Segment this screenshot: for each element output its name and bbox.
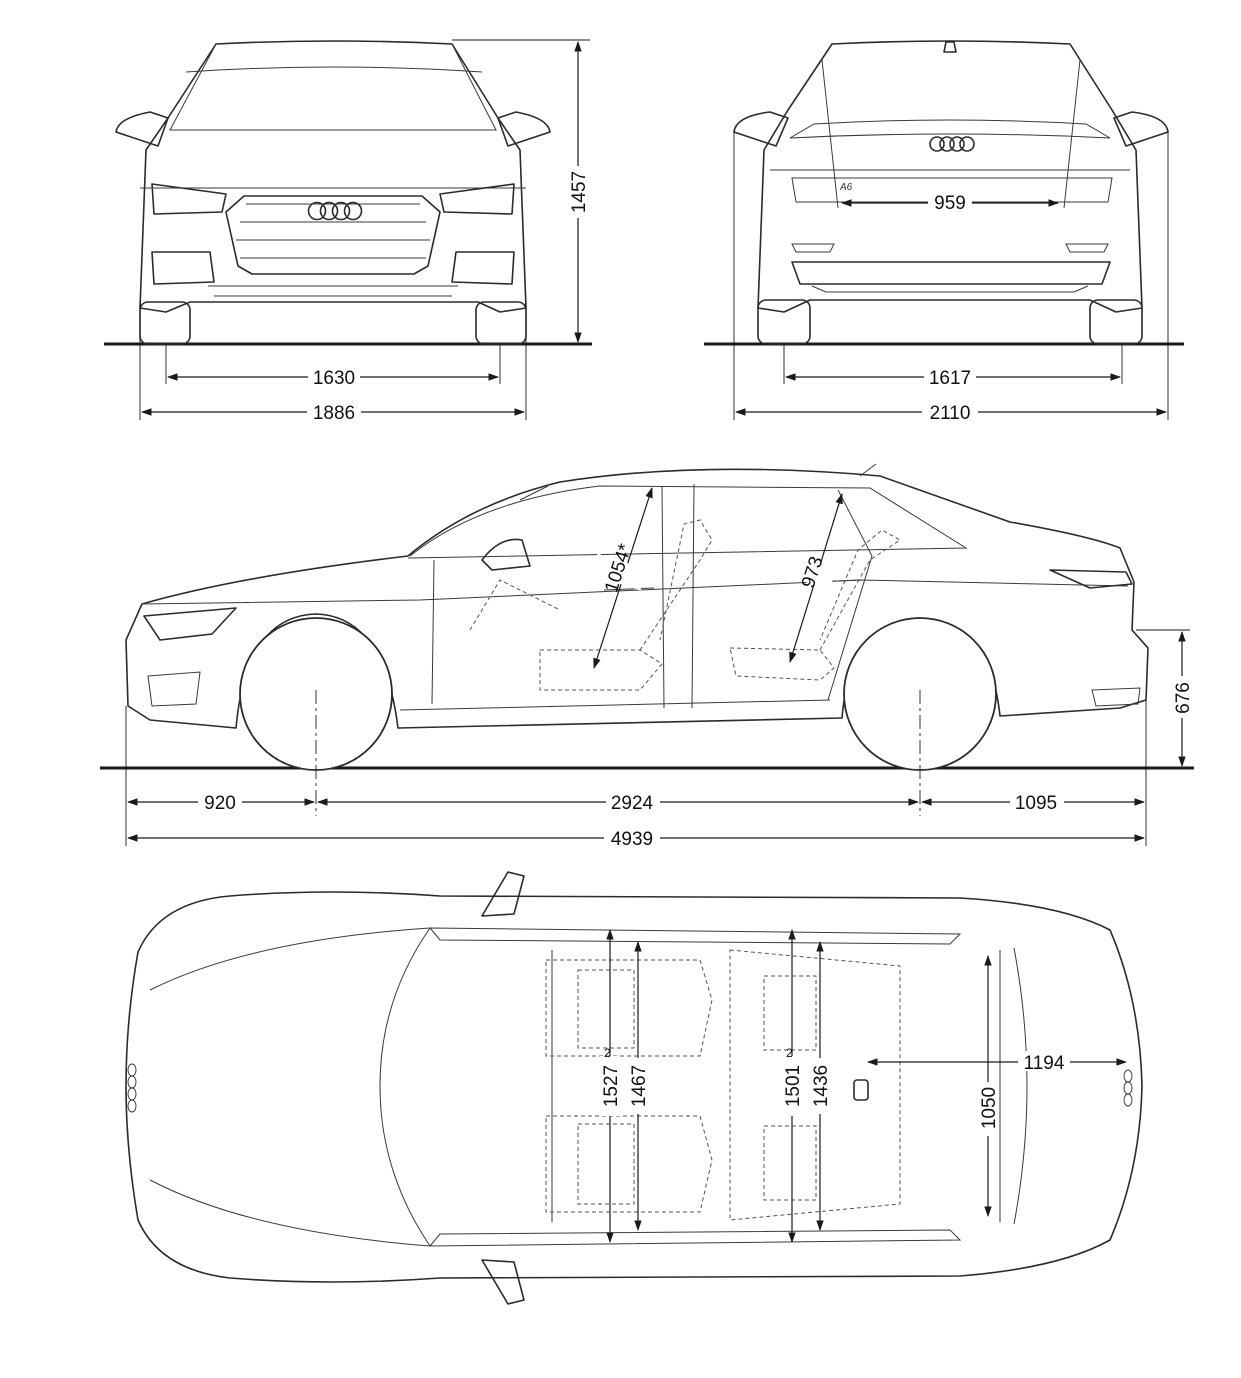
trunk-width-label: 1050 [979,1087,1000,1129]
rear-right-tire [1089,299,1143,345]
front-right-headlight [439,183,515,215]
front-body-outline [139,40,527,313]
rear-track-label: 1617 [929,368,971,389]
front-width-label: 1886 [313,403,355,424]
front-view: 1630 1886 1457 [104,39,592,424]
rear-body-outline [757,40,1143,313]
top-left-mirror [481,871,525,917]
front-elbow-label: 1467 [629,1065,650,1107]
rear-elbow-label: 1436 [811,1065,832,1107]
antenna-icon [943,41,957,53]
side-front-seat [539,519,713,691]
rear-shoulder-label: 1501 [783,1065,804,1107]
rear-overhang-label: 1095 [1015,793,1057,814]
front-shoulder-sup: 2 [604,1046,611,1060]
front-height-label: 1457 [569,171,590,213]
trunk-length-label: 1194 [1024,1053,1065,1074]
front-left-headlight [151,183,227,215]
top-rear-rings [1123,1069,1133,1107]
sill-height-label: 676 [1173,682,1194,714]
seatbelt-buckle-icon [853,1079,869,1101]
front-audi-rings [307,201,363,221]
top-rear-seat [729,949,901,1221]
rear-model-badge: A6 [839,182,853,193]
side-taillight [1049,569,1133,589]
wheelbase-label: 2924 [611,793,654,814]
front-right-mirror [497,111,551,147]
rear-shoulder-sup: 2 [786,1046,793,1060]
side-view: 1054* 973 676 920 2924 1095 4939 [100,463,1194,850]
side-headlight [143,607,237,641]
rear-left-mirror [733,111,789,147]
front-right-tire [475,301,527,345]
rear-view: A6 959 1617 2110 [704,40,1184,424]
top-right-mirror [481,1259,525,1305]
front-left-mirror [115,111,169,147]
rear-diffuser [791,261,1111,285]
front-track-label: 1630 [313,368,355,389]
length-label: 4939 [611,829,653,850]
top-front-right-seat [545,1115,713,1213]
side-rear-seat [729,529,901,681]
top-view: 1527 2 1467 1501 2 1436 1050 1194 [125,871,1143,1305]
front-left-tire [139,301,191,345]
top-front-left-seat [545,959,713,1057]
trunk-opening-label: 959 [934,193,966,214]
top-body-outline [125,891,1143,1283]
front-right-intake [451,251,515,285]
top-front-rings [127,1063,137,1113]
front-left-intake [151,251,215,285]
rear-width-label: 2110 [930,403,971,424]
front-overhang-label: 920 [204,793,236,814]
rear-left-tire [757,299,811,345]
front-shoulder-label: 1527 [601,1065,622,1107]
rear-right-mirror [1113,111,1169,147]
rear-audi-rings [929,136,975,152]
front-grille [225,195,441,275]
side-mirror [481,538,531,571]
